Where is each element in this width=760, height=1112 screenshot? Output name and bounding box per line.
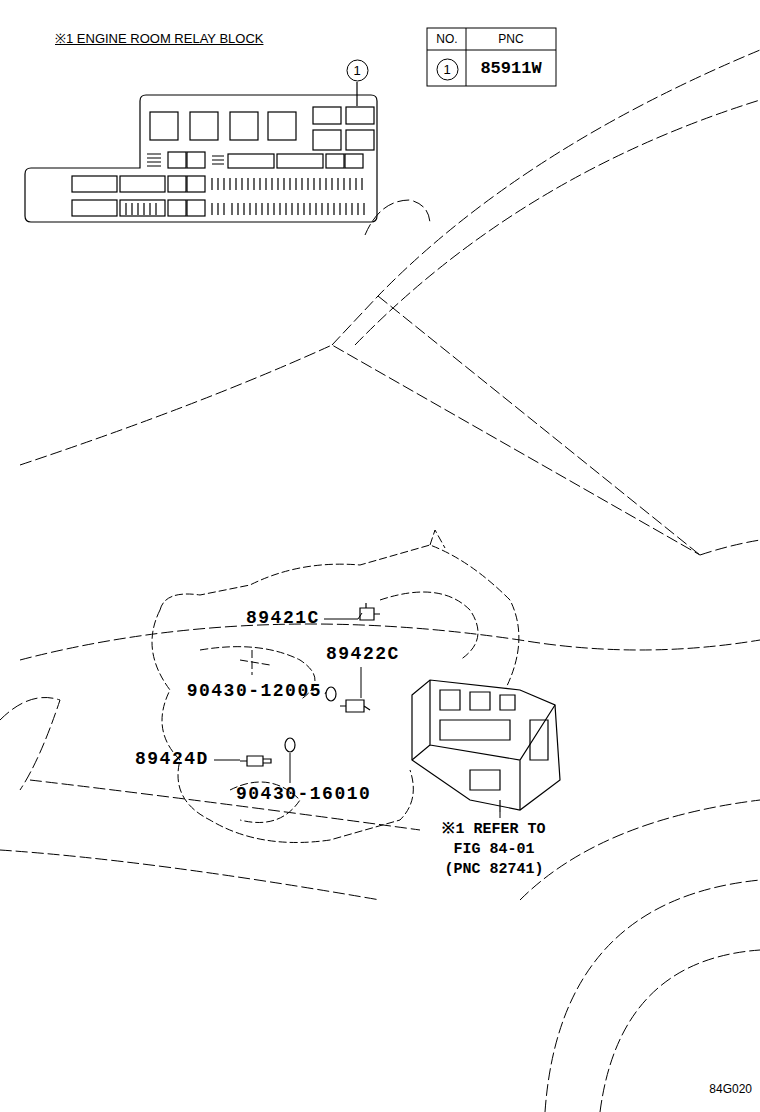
relay-block-outline xyxy=(25,82,377,222)
reference-note: ※1 REFER TO FIG 84-01 (PNC 82741) xyxy=(433,820,555,880)
part-number: 90430-16010 xyxy=(236,784,371,806)
table-header: PNC xyxy=(498,32,523,46)
callout-circle: 1 xyxy=(346,59,369,82)
table-header: NO. xyxy=(436,32,457,46)
part-number: 90430-12005 xyxy=(187,681,322,703)
part-number: 89421C xyxy=(246,608,320,630)
callout-circle: 1 xyxy=(436,58,459,81)
figure-code: 84G020 xyxy=(709,1082,752,1096)
callout-number: 1 xyxy=(353,63,360,78)
pnc-table xyxy=(427,28,556,86)
figure-heading: ※1 ENGINE ROOM RELAY BLOCK xyxy=(55,31,263,47)
part-number: 89424D xyxy=(135,749,209,771)
vehicle-body xyxy=(0,50,760,1112)
relay-block-housing xyxy=(412,680,560,812)
leader-lines xyxy=(214,613,500,818)
part-number: 85911W xyxy=(480,59,541,79)
callout-circle-shape xyxy=(437,59,458,80)
part-number: 89422C xyxy=(326,644,400,666)
callout-number: 1 xyxy=(443,62,450,77)
callout-circle-shape xyxy=(347,60,368,81)
